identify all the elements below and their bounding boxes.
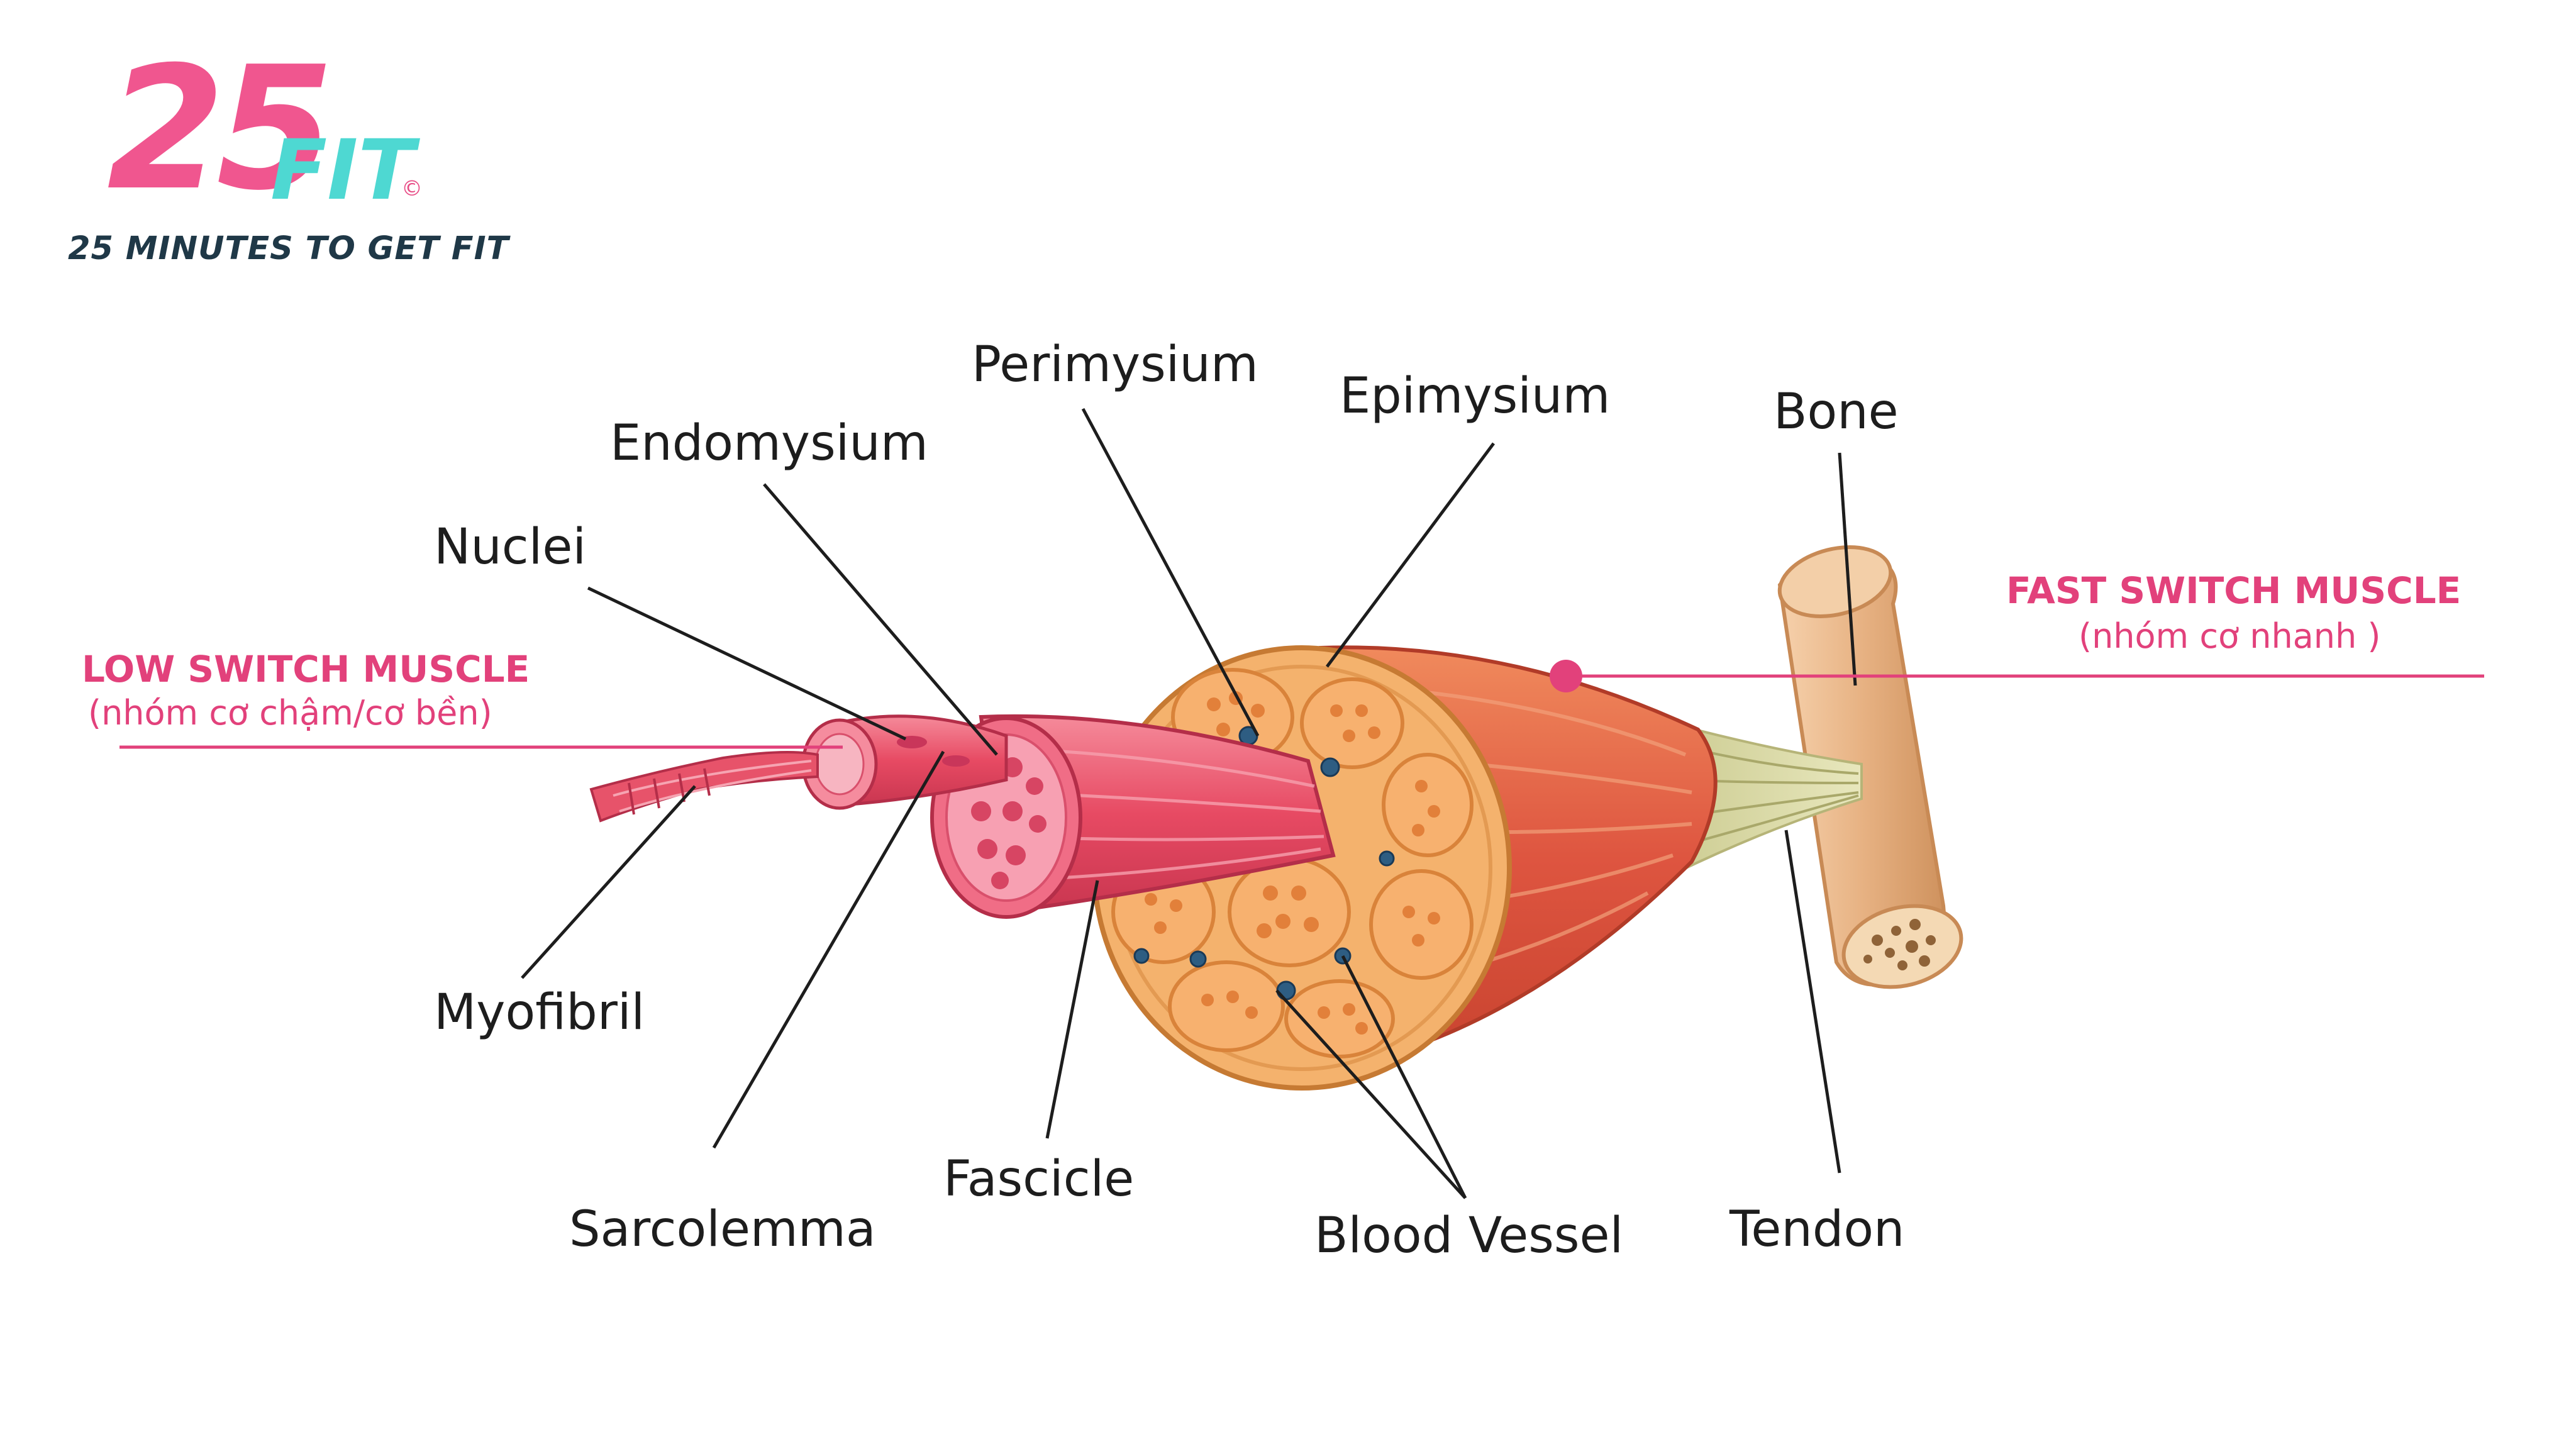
- leader-blood-vessel-a: [1275, 989, 1467, 1199]
- leader-nuclei: [587, 586, 907, 741]
- leader-perimysium: [1081, 408, 1260, 737]
- fast-muscle-marker: [1550, 660, 1582, 692]
- label-endomysium: Endomysium: [610, 415, 928, 472]
- callout-pointers: [119, 674, 2484, 749]
- myofibril-strand: [589, 751, 819, 823]
- fast-muscle-title: FAST SWITCH MUSCLE: [2006, 569, 2462, 612]
- logo-copyright: ©: [401, 176, 423, 201]
- slow-muscle-title: LOW SWITCH MUSCLE: [82, 648, 530, 691]
- fast-muscle-subtitle: (nhóm cơ nhanh ): [2079, 616, 2381, 656]
- label-nuclei: Nuclei: [434, 519, 586, 575]
- leader-endomysium: [763, 483, 998, 756]
- label-epimysium: Epimysium: [1340, 368, 1611, 425]
- leader-sarcolemma: [712, 750, 945, 1149]
- leader-blood-vessel-b: [1341, 955, 1467, 1199]
- leader-myofibril: [521, 785, 696, 979]
- leader-tendon: [1784, 830, 1841, 1174]
- slow-muscle-subtitle: (nhóm cơ chậm/cơ bền): [88, 693, 492, 733]
- logo-number: 25: [107, 30, 335, 228]
- leader-bone: [1838, 452, 1857, 686]
- label-myofibril: Myofibril: [434, 984, 645, 1041]
- leader-fascicle: [1045, 880, 1099, 1139]
- label-tendon: Tendon: [1729, 1201, 1905, 1258]
- logo-tagline: 25 MINUTES TO GET FIT: [68, 230, 509, 267]
- label-blood-vessel: Blood Vessel: [1314, 1208, 1624, 1264]
- label-bone: Bone: [1774, 384, 1899, 440]
- leader-lines: [521, 408, 1857, 1199]
- label-sarcolemma: Sarcolemma: [569, 1201, 876, 1258]
- logo-word: FIT: [270, 122, 415, 219]
- label-fascicle: Fascicle: [943, 1151, 1135, 1208]
- label-perimysium: Perimysium: [972, 336, 1258, 393]
- leader-epimysium: [1325, 442, 1496, 668]
